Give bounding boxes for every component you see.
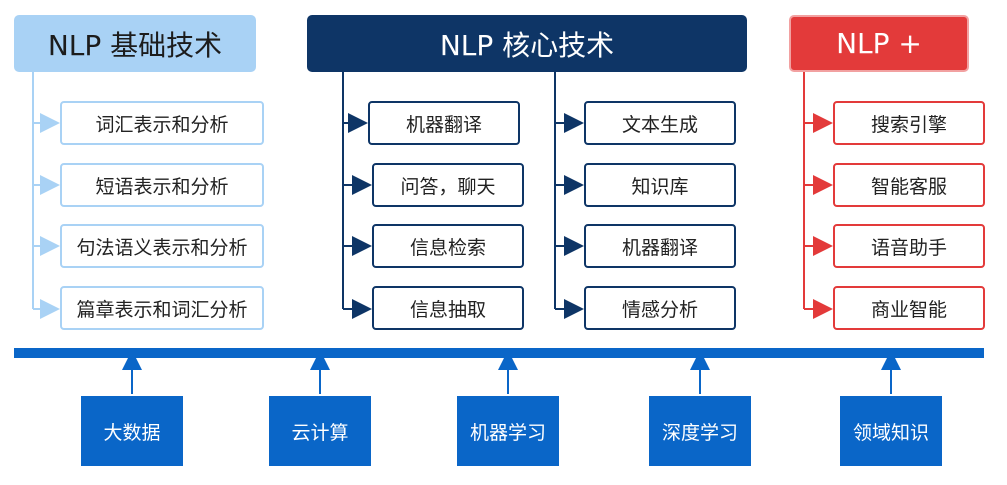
basic-item: 篇章表示和词汇分析 — [60, 286, 264, 330]
nlp-plus-header: NLP + — [789, 15, 969, 72]
foundation-bar — [14, 348, 984, 358]
core-left-item: 机器翻译 — [368, 101, 520, 145]
core-right-item: 知识库 — [584, 163, 736, 207]
foundation-cloud-computing: 云计算 — [269, 396, 371, 466]
foundation-domain-knowledge: 领域知识 — [840, 396, 942, 466]
basic-tech-header: NLP 基础技术 — [14, 15, 256, 72]
core-left-item: 信息检索 — [372, 224, 524, 268]
plus-item: 语音助手 — [833, 224, 985, 268]
basic-item: 词汇表示和分析 — [60, 101, 264, 145]
core-left-item: 信息抽取 — [372, 286, 524, 330]
foundation-connectors — [122, 350, 901, 394]
plus-connectors — [803, 72, 833, 319]
core-right-connectors — [554, 72, 584, 319]
foundation-deep-learning: 深度学习 — [649, 396, 751, 466]
basic-item: 短语表示和分析 — [60, 163, 264, 207]
core-right-item: 文本生成 — [584, 101, 736, 145]
foundation-machine-learning: 机器学习 — [457, 396, 559, 466]
foundation-big-data: 大数据 — [81, 396, 183, 466]
basic-connectors — [32, 72, 60, 319]
basic-item: 句法语义表示和分析 — [60, 224, 264, 268]
core-right-item: 情感分析 — [584, 286, 736, 330]
core-left-connectors — [342, 72, 372, 319]
plus-item: 商业智能 — [833, 286, 985, 330]
core-right-item: 机器翻译 — [584, 224, 736, 268]
core-left-item: 问答，聊天 — [372, 163, 524, 207]
core-tech-header: NLP 核心技术 — [307, 15, 747, 72]
plus-item: 搜索引擎 — [833, 101, 985, 145]
plus-item: 智能客服 — [833, 163, 985, 207]
